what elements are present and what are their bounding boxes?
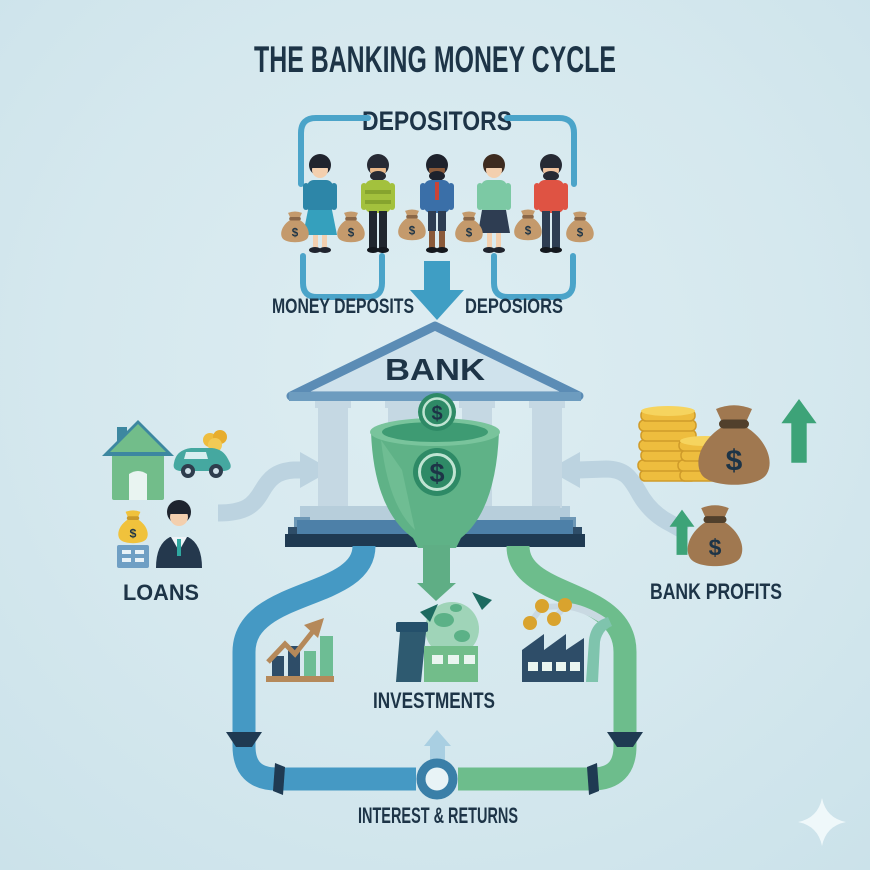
bank-profits-label: BANK PROFITS (650, 579, 782, 604)
depositor-man-3 (420, 154, 454, 253)
cycle-loop-right (458, 544, 637, 791)
loans-flow-arrow-icon (217, 452, 332, 522)
loan-bag-icon (118, 510, 148, 544)
depositors-bracket (298, 115, 577, 187)
coin-icon-small: $ (418, 393, 456, 431)
profit-bag-icon-large (698, 405, 770, 485)
flow-marker-icons (226, 732, 643, 795)
investments-label: INVESTMENTS (373, 688, 495, 713)
depositors-label: DEPOSITORS (362, 106, 512, 136)
borrower-icon (156, 500, 202, 568)
sparkle-icon (798, 798, 846, 846)
bank-branch-icon (117, 545, 149, 568)
house-icon (102, 420, 174, 500)
savings-bowl-icon: $ $ (370, 393, 500, 548)
factory-globe-icon (396, 592, 492, 682)
bank-label: BANK (385, 352, 486, 387)
deposit-down-arrow-icon (410, 261, 464, 320)
deposiors-label: DEPOSIORS (465, 295, 563, 318)
cycle-loop-left (232, 544, 416, 791)
cycle-down-arrow-icon (417, 545, 456, 601)
profit-bag-icon-small (687, 505, 743, 567)
depositor-man-5 (534, 154, 568, 253)
dollar-sign: $ (429, 458, 444, 488)
growth-arrow-icon-1 (781, 399, 817, 463)
loans-label: LOANS (123, 580, 199, 605)
interest-returns-label: INTEREST & RETURNS (358, 803, 518, 828)
depositors-bottom-bracket (300, 253, 576, 300)
depositor-woman-4 (477, 154, 511, 253)
interest-ring-icon (416, 758, 458, 800)
money-deposits-label: MONEY DEPOSITS (272, 295, 414, 318)
factory-network-icon (522, 598, 612, 682)
car-icon (173, 430, 231, 478)
depositor-woman-1 (303, 154, 337, 253)
bar-chart-icon (266, 618, 334, 682)
profits-flow-arrow-icon (548, 452, 691, 540)
page-title: THE BANKING MONEY CYCLE (254, 39, 616, 80)
depositor-man-2 (361, 154, 395, 253)
dollar-sign: $ (431, 403, 442, 425)
coin-icon-large: $ (413, 448, 461, 496)
